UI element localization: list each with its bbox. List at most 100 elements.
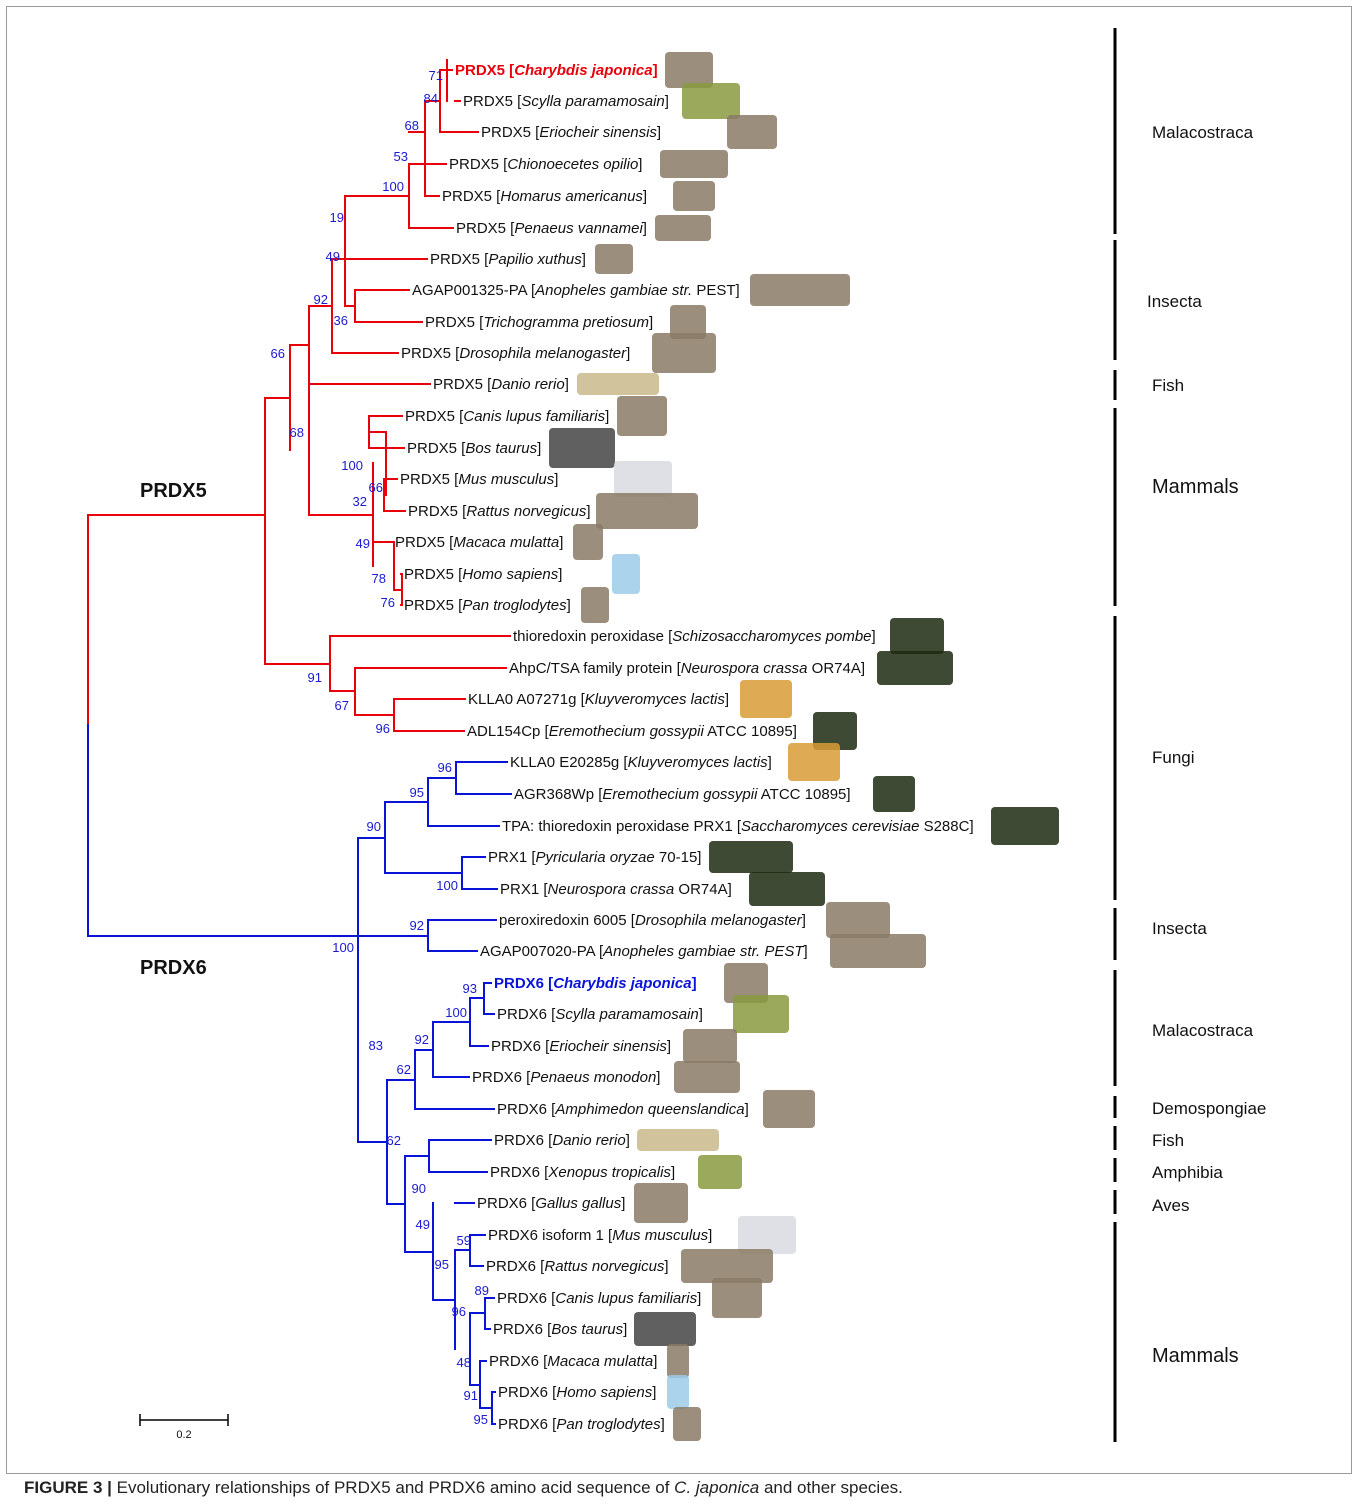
group-label: Fish (1152, 376, 1184, 395)
leaf-protein-name: PRDX6 [ (497, 1006, 556, 1023)
group-label: Insecta (1152, 919, 1207, 938)
leaf-label: ADL154Cp [Eremothecium gossypii ATCC 108… (467, 723, 797, 740)
leaf-suffix: ] (621, 1195, 625, 1212)
leaf-species-name: Penaeus monodon (530, 1069, 656, 1086)
bootstrap-value: 91 (308, 670, 322, 685)
clade-label: PRDX5 (140, 480, 207, 502)
leaf-label: AGAP001325-PA [Anopheles gambiae str. PE… (412, 282, 740, 299)
leaf-species-name: Homarus americanus (500, 188, 643, 205)
bootstrap-value: 49 (356, 536, 370, 551)
leaf-suffix: ] (745, 1101, 749, 1118)
bootstrap-value: 68 (290, 425, 304, 440)
leaf-suffix: ] (565, 376, 569, 393)
leaf-label: PRDX6 [Bos taurus] (493, 1321, 627, 1338)
hairy-crab-icon (683, 1029, 737, 1063)
snow-crab-icon (660, 150, 728, 178)
bootstrap-value: 100 (341, 458, 363, 473)
cow-icon (549, 428, 615, 468)
leaf-label: AGR368Wp [Eremothecium gossypii ATCC 108… (514, 786, 851, 803)
leaf-label: PRDX5 [Mus musculus] (400, 471, 558, 488)
bootstrap-value: 92 (415, 1032, 429, 1047)
bootstrap-value: 76 (381, 595, 395, 610)
group-label: Fish (1152, 1131, 1184, 1150)
mouse-icon (614, 461, 672, 497)
group-label: Aves (1152, 1196, 1190, 1215)
mosquito-icon (750, 274, 850, 306)
figure-caption: FIGURE 3 | Evolutionary relationships of… (24, 1478, 903, 1498)
leaf-suffix: ] (649, 314, 653, 331)
leaf-species-name: Danio rerio (491, 376, 564, 393)
leaf-suffix: ] (768, 754, 772, 771)
leaf-species-name: Schizosaccharomyces pombe (672, 628, 871, 645)
bootstrap-value: 95 (410, 785, 424, 800)
leaf-species-name: Xenopus tropicalis (547, 1164, 671, 1181)
leaf-species-name: Trichogramma pretiosum (483, 314, 649, 331)
leaf-label: PRDX6 [Eriocheir sinensis] (491, 1038, 671, 1055)
fission-yeast-icon (890, 618, 944, 654)
leaf-species-name: Pan troglodytes (462, 597, 567, 614)
bootstrap-value: 83 (369, 1038, 383, 1053)
leaf-species-name: Eriocheir sinensis (539, 124, 657, 141)
bootstrap-value: 100 (332, 940, 354, 955)
leaf-label: PRDX6 [Xenopus tropicalis] (490, 1164, 675, 1181)
leaf-protein-name: PRDX5 [ (481, 124, 540, 141)
leaf-suffix: ] (708, 1227, 712, 1244)
budding-yeast-icon (991, 807, 1059, 845)
leaf-protein-name: thioredoxin peroxidase [ (513, 628, 673, 645)
leaf-protein-name: PRDX5 [ (400, 471, 459, 488)
leaf-species-name: Papilio xuthus (488, 251, 582, 268)
leaf-protein-name: PRDX5 [ (425, 314, 484, 331)
leaf-label: PRDX5 [Eriocheir sinensis] (481, 124, 661, 141)
bootstrap-value: 62 (387, 1133, 401, 1148)
leaf-label: AhpC/TSA family protein [Neurospora cras… (509, 660, 865, 677)
leaf-suffix: ] (692, 975, 697, 992)
leaf-protein-name: PRDX6 [ (490, 1164, 549, 1181)
leaf-species-name: Drosophila melanogaster (459, 345, 627, 362)
leaf-species-name: Charybdis japonica (553, 975, 691, 992)
leaf-label: PRDX6 [Charybdis japonica] (494, 975, 697, 992)
leaf-species-name: Chionoecetes opilio (507, 156, 638, 173)
leaf-protein-name: PRDX5 [ (449, 156, 508, 173)
green-crab-icon (682, 83, 740, 119)
leaf-label: PRX1 [Neurospora crassa OR74A] (500, 881, 732, 898)
leaf-label: PRDX5 [Trichogramma pretiosum] (425, 314, 653, 331)
leaf-protein-name: PRDX5 [ (395, 534, 454, 551)
bootstrap-value: 78 (372, 571, 386, 586)
leaf-protein-name: PRDX6 [ (498, 1384, 557, 1401)
leaf-suffix: ] (653, 1353, 657, 1370)
group-label: Fungi (1152, 748, 1195, 767)
chimpanzee-icon (673, 1407, 701, 1441)
leaf-protein-name: ADL154Cp [ (467, 723, 550, 740)
leaf-protein-name: PRDX6 [ (477, 1195, 536, 1212)
leaf-suffix: ] (872, 628, 876, 645)
leaf-species-name: Amphimedon queenslandica (554, 1101, 744, 1118)
leaf-suffix: S288C] (919, 818, 973, 835)
leaf-protein-name: PRDX6 [ (489, 1353, 548, 1370)
leaf-species-name: Bos taurus (465, 440, 537, 457)
bootstrap-value: 95 (435, 1257, 449, 1272)
mosquito-icon (830, 934, 926, 968)
leaf-protein-name: PRDX6 [ (497, 1290, 556, 1307)
shrimp-icon (655, 215, 711, 241)
leaf-suffix: ] (623, 1321, 627, 1338)
mycelium-icon (749, 872, 825, 906)
leaf-species-name: Anopheles gambiae str. PEST (602, 943, 805, 960)
bootstrap-value: 48 (457, 1355, 471, 1370)
rooster-icon (634, 1183, 688, 1223)
leaf-protein-name: PRDX5 [ (430, 251, 489, 268)
group-label: Amphibia (1152, 1163, 1223, 1182)
bootstrap-value: 96 (438, 760, 452, 775)
mouse-icon (738, 1216, 796, 1254)
leaf-species-name: Homo sapiens (462, 566, 558, 583)
green-crab-icon (733, 995, 789, 1033)
bootstrap-value: 90 (412, 1181, 426, 1196)
yeast-icon (740, 680, 792, 718)
group-label: Demospongiae (1152, 1099, 1266, 1118)
fruit-fly-icon (826, 902, 890, 938)
leaf-suffix: ] (643, 220, 647, 237)
leaf-protein-name: PRDX6 [ (498, 1416, 557, 1433)
leaf-species-name: Canis lupus familiaris (555, 1290, 697, 1307)
leaf-label: PRDX6 [Rattus norvegicus] (486, 1258, 669, 1275)
leaf-protein-name: PRDX5 [ (463, 93, 522, 110)
